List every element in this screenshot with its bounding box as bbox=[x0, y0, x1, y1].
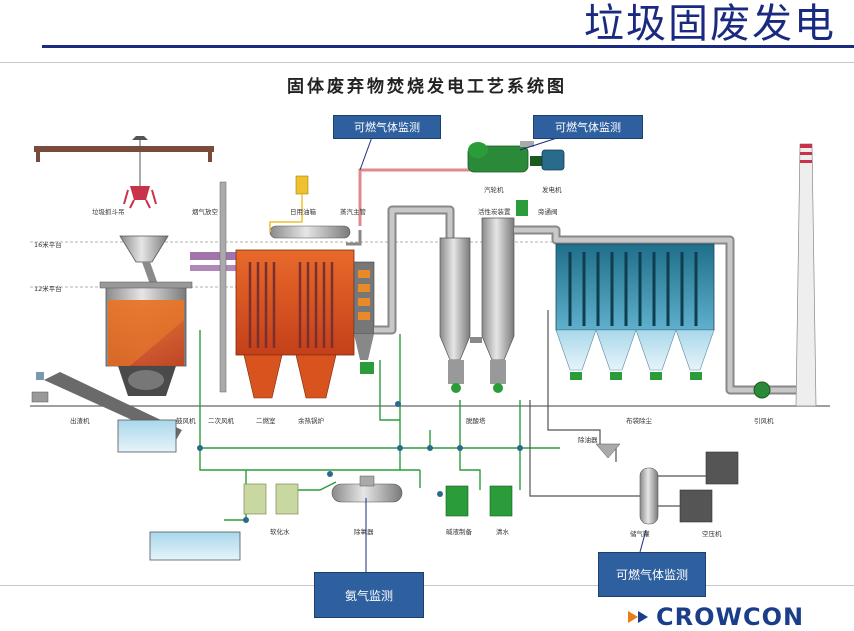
gas-monitor-callout-1: 可燃气体监测 bbox=[333, 115, 441, 139]
label-boiler: 余热锅炉 bbox=[298, 417, 324, 425]
flue-duct-1 bbox=[374, 205, 455, 335]
baghouse bbox=[555, 243, 715, 380]
gas-monitor-callout-3: 可燃气体监测 bbox=[598, 552, 706, 597]
label-platform-16: 16米平台 bbox=[34, 241, 62, 249]
page-title: 垃圾固废发电 bbox=[584, 1, 836, 47]
label-compressor: 空压机 bbox=[702, 530, 722, 538]
oil-tank bbox=[295, 175, 309, 195]
label-bypass: 旁通阀 bbox=[538, 208, 558, 216]
compressor-2 bbox=[679, 489, 713, 523]
diagram-title: 固体废弃物焚烧发电工艺系统图 bbox=[287, 77, 567, 97]
id-fan bbox=[753, 381, 771, 399]
logo-text: CROWCON bbox=[656, 602, 805, 631]
label-carbon: 活性炭装置 bbox=[478, 208, 511, 216]
label-deaerator: 除氧器 bbox=[354, 528, 374, 536]
deaerator bbox=[331, 475, 403, 503]
label-slag: 出渣机 bbox=[70, 417, 90, 425]
crowcon-logo: CROWCON bbox=[626, 603, 804, 631]
desulfurization-tower bbox=[439, 200, 528, 393]
title-rule bbox=[42, 45, 854, 48]
turbine-generator bbox=[467, 141, 565, 173]
label-soft-water: 软化水 bbox=[270, 528, 290, 536]
gas-tank bbox=[639, 467, 659, 525]
label-smoke-vent: 烟气放空 bbox=[192, 208, 218, 216]
gas-monitor-callout-2: 可燃气体监测 bbox=[533, 115, 643, 139]
water-pool-left bbox=[117, 419, 177, 453]
soft-water-tanks bbox=[243, 483, 299, 515]
label-chamber2: 二燃室 bbox=[256, 417, 276, 425]
chimney bbox=[795, 143, 817, 407]
label-turbine: 汽轮机 bbox=[484, 186, 504, 194]
valves bbox=[197, 401, 523, 523]
incinerator bbox=[99, 281, 193, 396]
label-baghouse: 布袋除尘 bbox=[626, 417, 652, 425]
label-alkali: 碱液制备 bbox=[446, 528, 472, 536]
feed-hopper bbox=[119, 235, 169, 263]
label-generator: 发电机 bbox=[542, 186, 562, 194]
label-oil-tank: 日用油箱 bbox=[290, 208, 316, 216]
label-clean-water: 清水 bbox=[496, 528, 509, 536]
flue-duct-3 bbox=[725, 262, 800, 395]
water-pool-bottom bbox=[149, 531, 241, 561]
oil-separator bbox=[595, 443, 621, 459]
label-oil-separator: 除油器 bbox=[578, 436, 598, 444]
label-platform-12: 12米平台 bbox=[34, 285, 62, 293]
label-fan1: 鼓风机 bbox=[176, 417, 196, 425]
diagram-frame bbox=[0, 62, 854, 586]
ammonia-monitor-callout: 氨气监测 bbox=[314, 572, 424, 618]
label-fan2: 二次风机 bbox=[208, 417, 234, 425]
secondary-chamber-boiler bbox=[190, 225, 355, 399]
vent-stack bbox=[219, 181, 227, 393]
crowcon-chevron-icon bbox=[628, 610, 648, 623]
label-gas-tank: 储气罐 bbox=[630, 530, 650, 538]
compressor-1 bbox=[705, 451, 739, 485]
economizer bbox=[353, 261, 375, 374]
label-grab: 垃圾抓斗吊 bbox=[92, 208, 125, 216]
alkali-tanks bbox=[445, 485, 513, 517]
label-desulf: 脱酸塔 bbox=[466, 417, 486, 425]
label-idfan: 引风机 bbox=[754, 417, 774, 425]
crane bbox=[34, 136, 214, 209]
label-steam-pipe: 蒸汽主管 bbox=[340, 208, 366, 216]
